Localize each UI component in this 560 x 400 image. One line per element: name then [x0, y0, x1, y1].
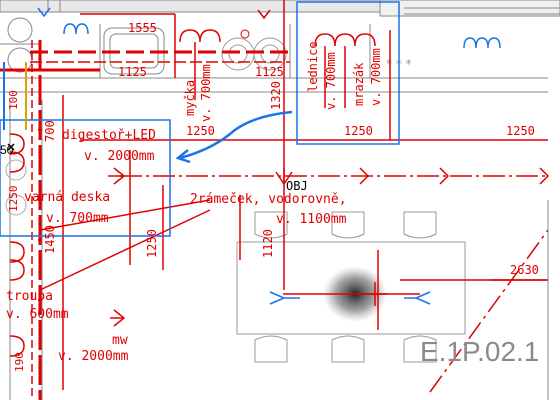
dim-2630: 2630: [510, 263, 539, 277]
drawing-code: E.1P.02.1: [420, 336, 540, 367]
cross-mark-icon: [7, 143, 15, 151]
dim-1250-small: 1250: [7, 185, 20, 213]
dim-1320: 1320: [269, 81, 283, 110]
dim-190: 190: [13, 352, 26, 372]
label-hood-height: v. 2000mm: [84, 149, 155, 164]
dim-1250-vertical: 1250: [145, 229, 159, 258]
dim-100: 100: [7, 90, 20, 110]
label-hood: digestoř+LED: [62, 128, 156, 143]
label-frame-height: v. 1100mm: [276, 212, 347, 227]
label-dishwasher-height: v. 700mm: [199, 64, 213, 122]
right-wall: [404, 7, 560, 400]
dim-50: 50: [0, 143, 14, 157]
dim-700: 700: [43, 120, 57, 142]
label-oven: trouba: [6, 289, 53, 304]
label-dishwasher: myčka: [183, 79, 197, 116]
hood-hob-box: [0, 119, 171, 237]
label-freezer-height: v. 700mm: [369, 48, 383, 106]
dim-1450: 1450: [43, 225, 57, 254]
sink-bowls: [221, 37, 287, 71]
dim-1250-fridge: 1250: [344, 124, 373, 138]
dim-1250-left: 1250: [186, 124, 215, 138]
fridge-freezer-box: [296, 1, 400, 145]
outlet-dots: [38, 29, 250, 302]
label-hob: varná deska: [24, 190, 111, 205]
label-mw-height: v. 2000mm: [58, 349, 129, 364]
label-mw: mw: [112, 333, 128, 348]
annotations: [0, 1, 501, 305]
dim-1125-a: 1125: [118, 65, 147, 79]
label-frame: 2rámeček, vodorovně,: [190, 192, 347, 207]
label-hob-height: v. 700mm: [46, 211, 109, 226]
dim-1120: 1120: [261, 229, 275, 258]
label-freezer: mrazák: [352, 62, 366, 106]
label-fridge-height: v. 700mm: [324, 52, 338, 110]
dim-1250-right: 1250: [506, 124, 535, 138]
origin-label: OBJ: [286, 179, 308, 193]
hob-rings: [5, 159, 27, 216]
label-fridge: lednice: [306, 41, 320, 92]
dim-1555: 1555: [128, 21, 157, 35]
label-oven-height: v. 600mm: [6, 307, 69, 322]
dim-1125-b: 1125: [255, 65, 284, 79]
